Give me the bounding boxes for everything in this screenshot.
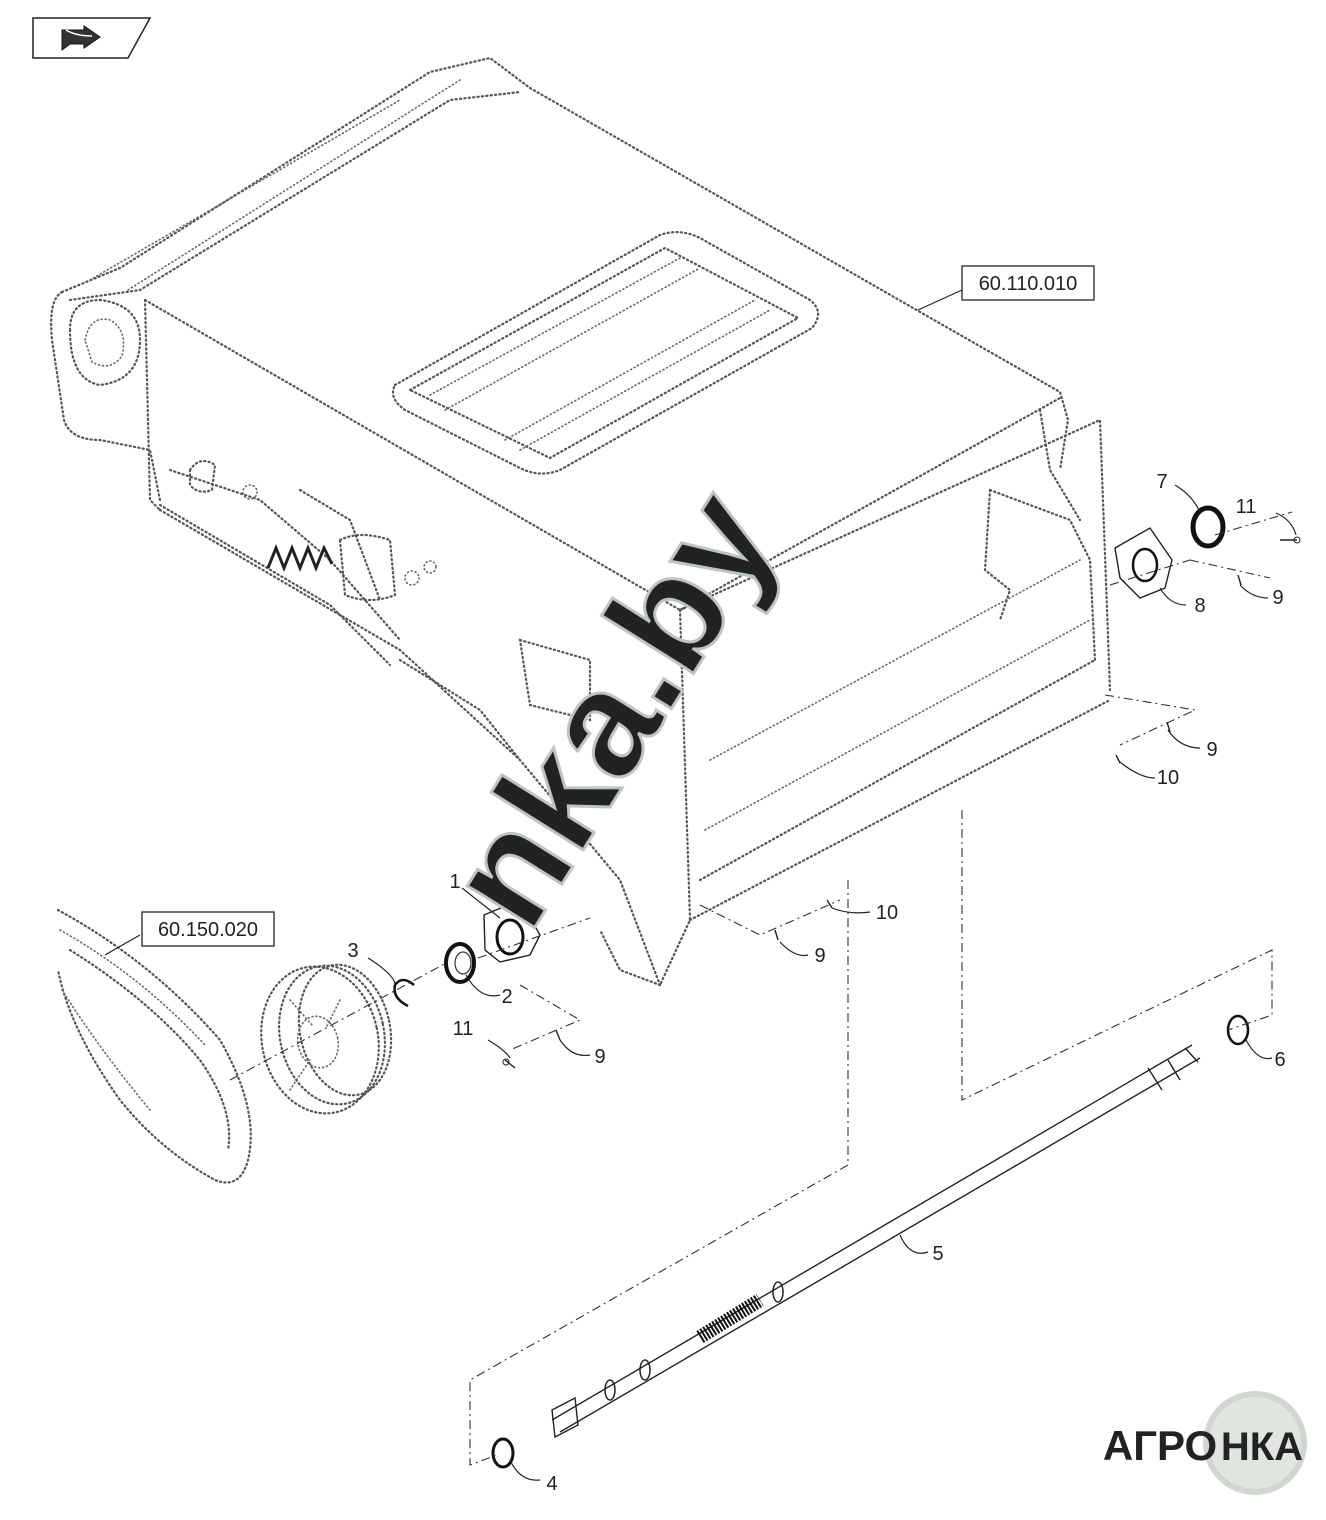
callout-10: 10 xyxy=(876,902,898,924)
back-navigation-icon[interactable] xyxy=(32,17,152,59)
part-4-ring xyxy=(491,1437,515,1469)
part-8-flange xyxy=(1114,527,1173,599)
callout-5: 5 xyxy=(932,1243,943,1265)
leader-lines xyxy=(104,289,1297,1481)
header-frame-housing xyxy=(50,56,1112,987)
callout-11: 11 xyxy=(453,1018,474,1040)
pulley-wheel xyxy=(260,963,393,1115)
drive-belt xyxy=(56,908,252,1184)
callout-4: 4 xyxy=(546,1473,557,1495)
callout-10: 10 xyxy=(1157,767,1179,789)
callout-7: 7 xyxy=(1156,471,1167,493)
part-3-snap-ring xyxy=(393,978,415,1008)
callout-9: 9 xyxy=(594,1046,605,1068)
callout-numbers: 1 2 3 4 5 6 7 8 9 9 9 9 10 10 11 11 xyxy=(347,471,1285,1495)
logo-text-right: НКА xyxy=(1221,1425,1303,1469)
callout-9: 9 xyxy=(1272,587,1283,609)
fasteners xyxy=(502,536,1301,1069)
part-7-seal xyxy=(1190,505,1226,549)
top-inspection-window xyxy=(391,231,820,475)
callout-9: 9 xyxy=(1206,739,1217,761)
watermark-domain: nka.by xyxy=(414,461,808,953)
callout-11: 11 xyxy=(1236,496,1257,518)
reference-label: 60.110.010 xyxy=(979,273,1078,295)
callout-9: 9 xyxy=(814,945,825,967)
watermark-text: nka.by xyxy=(412,460,809,955)
part-1-flange-bearing xyxy=(483,899,541,963)
part-6-ring xyxy=(1226,1014,1250,1046)
reference-box-60-110-010[interactable]: 60.110.010 xyxy=(961,265,1095,301)
agronka-logo: АГРО НКА xyxy=(1103,1391,1307,1495)
logo-text-left: АГРО xyxy=(1103,1422,1217,1469)
reference-label: 60.150.020 xyxy=(158,919,258,941)
callout-8: 8 xyxy=(1194,595,1205,617)
callout-6: 6 xyxy=(1274,1049,1285,1071)
callout-3: 3 xyxy=(347,940,358,962)
part-5-drive-shaft xyxy=(551,1044,1201,1439)
reference-box-60-150-020[interactable]: 60.150.020 xyxy=(141,911,275,947)
assembly-centerlines xyxy=(229,511,1293,1466)
callout-2: 2 xyxy=(501,986,512,1008)
callout-1: 1 xyxy=(449,871,460,893)
part-2-bearing xyxy=(444,942,476,984)
